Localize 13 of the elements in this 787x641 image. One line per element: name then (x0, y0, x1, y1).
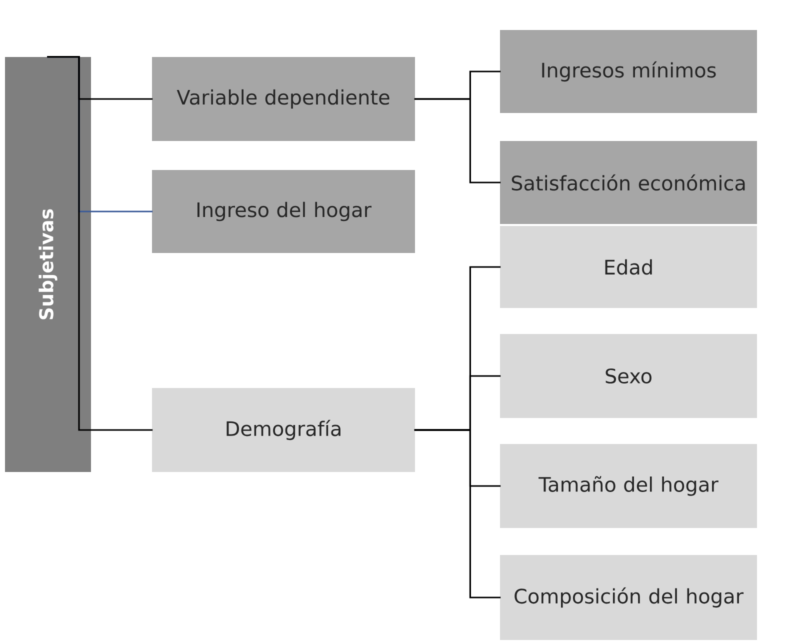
category-box: Tamaño del hogar (500, 444, 757, 528)
category-box: Edad (500, 226, 757, 308)
category-box: Sexo (500, 334, 757, 418)
category-box: Composición del hogar (500, 555, 757, 640)
connector-line (414, 98, 501, 184)
category-box: Demografía (152, 388, 415, 472)
category-box: Subjetivas (5, 57, 91, 472)
category-box: Ingresos mínimos (500, 30, 757, 113)
connector-line (47, 56, 153, 431)
category-box: Satisfacción económica (500, 141, 757, 224)
category-box: Ingreso del hogar (152, 170, 415, 253)
category-box: Variable dependiente (152, 57, 415, 141)
connector-line (414, 429, 501, 598)
